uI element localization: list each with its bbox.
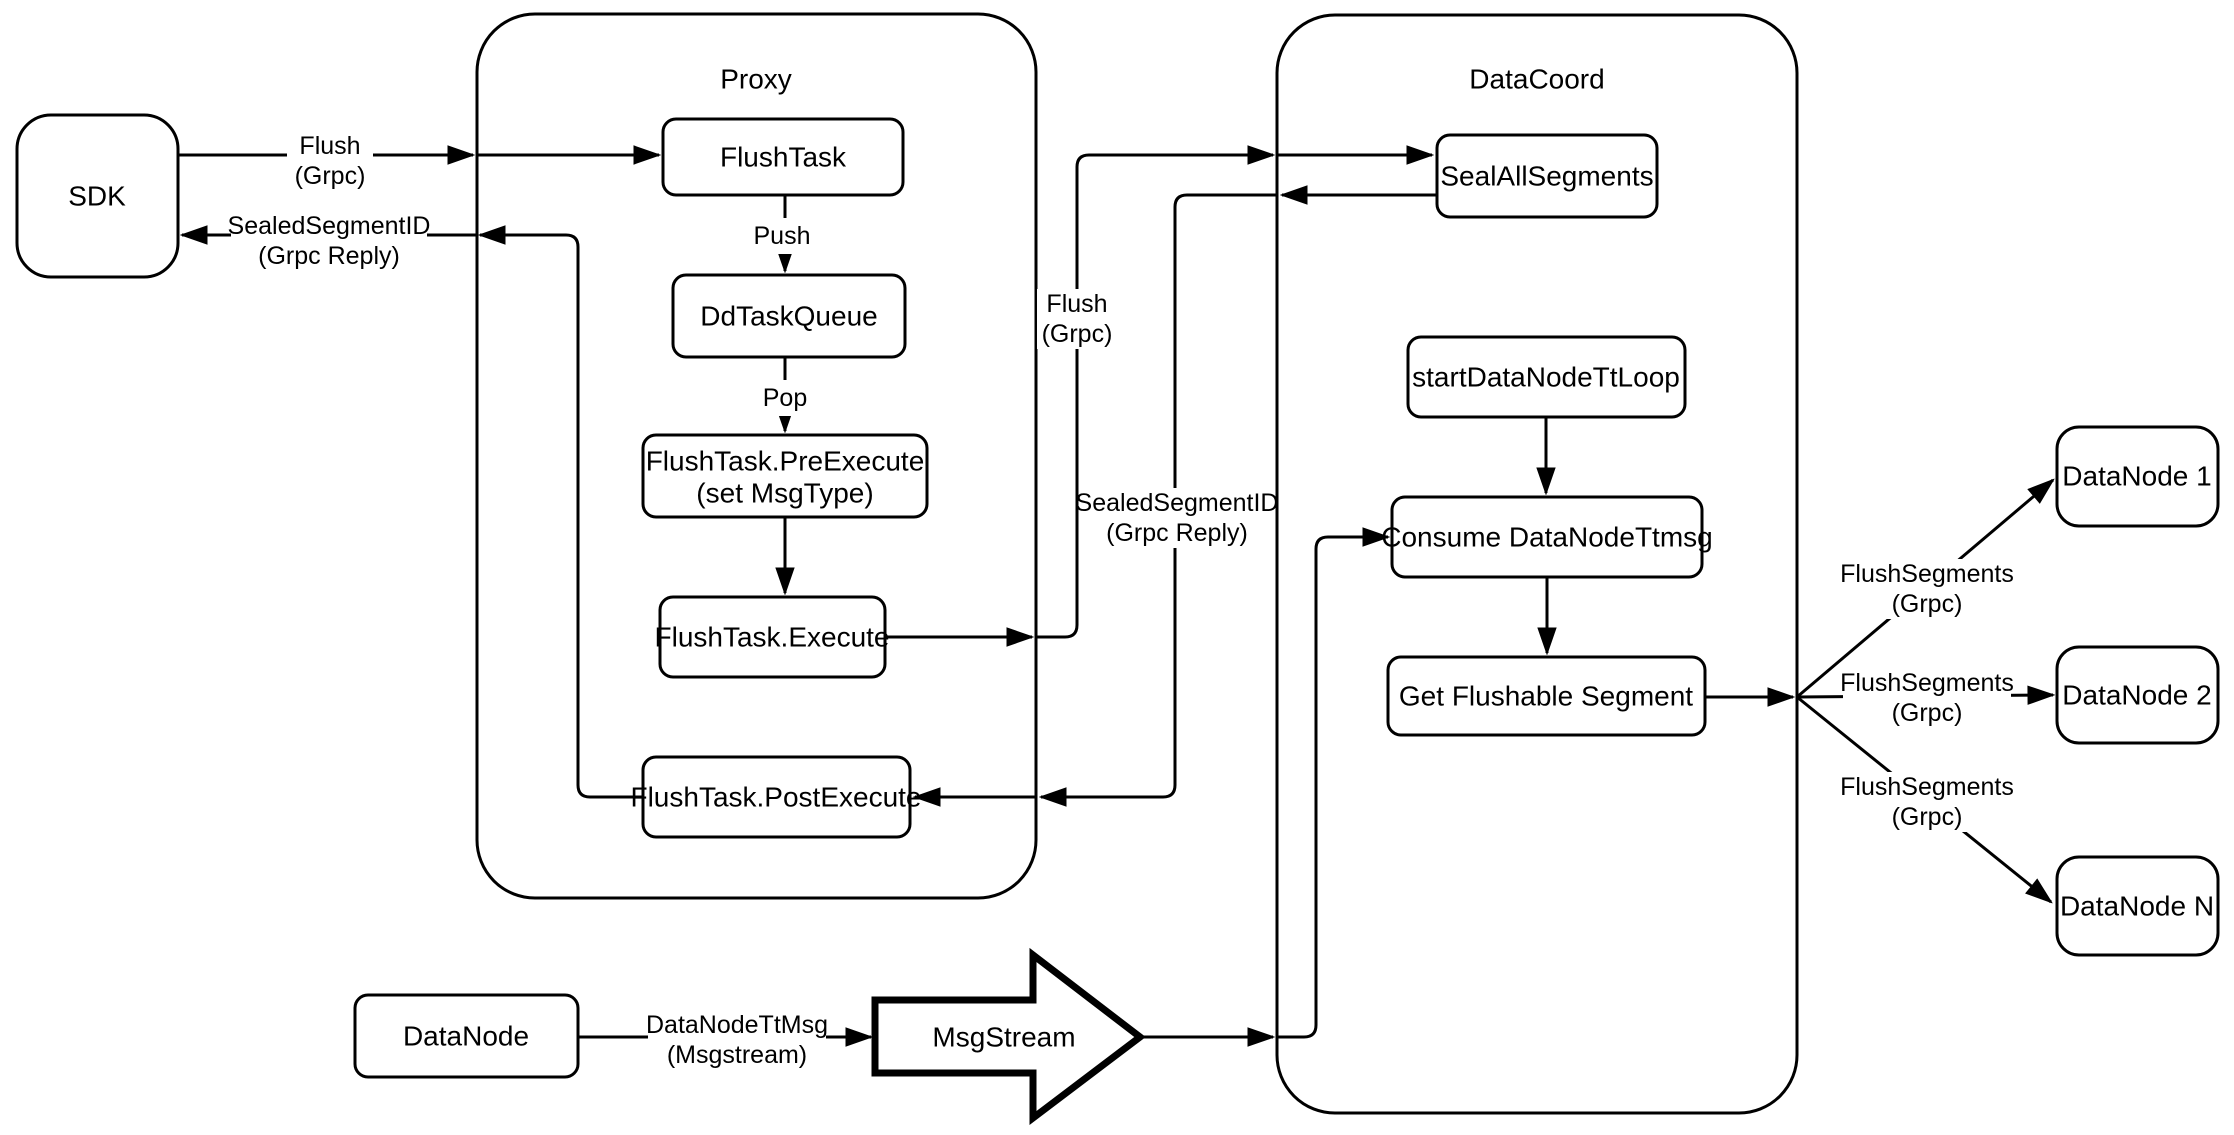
node-sdk: SDK bbox=[15, 113, 180, 279]
edge-label-flushsegments-1-line1: FlushSegments bbox=[1840, 560, 2014, 588]
node-consumedatanodettmsg-box bbox=[1390, 495, 1704, 579]
edge-postexecute-to-proxy-border bbox=[480, 235, 643, 799]
node-datanode1-label: DataNode 1 bbox=[2062, 461, 2211, 492]
datacoord-container-title: DataCoord bbox=[1469, 64, 1604, 95]
node-startdatanodettloop: startDataNodeTtLoop bbox=[1406, 335, 1687, 419]
edge-label-push: Push bbox=[745, 218, 819, 254]
edge-label-flushsegments-2: FlushSegments (Grpc) bbox=[1840, 668, 2014, 728]
edge-label-pop-text: Pop bbox=[763, 384, 807, 412]
proxy-container: Proxy bbox=[475, 12, 1038, 900]
datacoord-container-border bbox=[1275, 13, 1799, 1115]
edge-label-proxy-reply-line2: (Grpc Reply) bbox=[1106, 519, 1248, 547]
node-flushtask-box bbox=[661, 117, 905, 197]
edge-label-flushsegments-3: FlushSegments (Grpc) bbox=[1840, 772, 2014, 832]
edge-label-datanodettmsg-line2: (Msgstream) bbox=[667, 1041, 807, 1069]
node-postexecute-label: FlushTask.PostExecute bbox=[630, 782, 921, 813]
node-flushtask: FlushTask bbox=[661, 117, 905, 197]
edge-label-sdk-flush-bg bbox=[287, 131, 373, 191]
msgstream-label: MsgStream bbox=[932, 1022, 1075, 1053]
node-datanode-bottom-label: DataNode bbox=[403, 1021, 529, 1052]
node-datanoden-box bbox=[2055, 855, 2220, 957]
edge-label-flushsegments-2-bg bbox=[1843, 668, 2011, 728]
node-execute-box bbox=[658, 595, 887, 679]
proxy-container-title: Proxy bbox=[720, 64, 792, 95]
edge-label-sdk-flush: Flush (Grpc) bbox=[287, 131, 373, 191]
node-execute-label: FlushTask.Execute bbox=[655, 622, 890, 653]
node-preexecute: FlushTask.PreExecute (set MsgType) bbox=[641, 433, 929, 519]
edge-label-flushsegments-1-line2: (Grpc) bbox=[1892, 590, 1963, 618]
node-datanode-bottom: DataNode bbox=[353, 993, 580, 1079]
edge-label-sdk-flush-line1: Flush bbox=[299, 132, 360, 160]
edge-label-sdk-reply-line1: SealedSegmentID bbox=[228, 212, 431, 240]
node-ddtaskqueue: DdTaskQueue bbox=[671, 273, 907, 359]
edge-label-pop-bg bbox=[755, 380, 815, 416]
node-preexecute-box bbox=[641, 433, 929, 519]
edge-label-push-text: Push bbox=[754, 222, 811, 250]
node-datanode1: DataNode 1 bbox=[2055, 425, 2220, 528]
edge-label-datanodettmsg-line1: DataNodeTtMsg bbox=[646, 1011, 828, 1039]
node-sdk-box bbox=[15, 113, 180, 279]
node-getflushablesegment-label: Get Flushable Segment bbox=[1399, 681, 1693, 712]
node-consumedatanodettmsg-label: Consume DataNodeTtmsg bbox=[1381, 522, 1712, 553]
edge-label-proxy-flush-line1: Flush bbox=[1046, 290, 1107, 318]
node-postexecute: FlushTask.PostExecute bbox=[630, 755, 922, 839]
node-sealallsegments: SealAllSegments bbox=[1435, 133, 1659, 219]
node-datanode2-box bbox=[2055, 645, 2220, 745]
msgstream-block-arrow: MsgStream bbox=[871, 947, 1146, 1126]
node-sealallsegments-box bbox=[1435, 133, 1659, 219]
node-startdatanodettloop-box bbox=[1406, 335, 1687, 419]
node-datanode1-box bbox=[2055, 425, 2220, 528]
edge-label-proxy-flush-bg bbox=[1037, 289, 1117, 349]
edge-label-flushsegments-3-bg bbox=[1843, 772, 2011, 832]
edge-proxy-to-datacoord-flush bbox=[1036, 155, 1273, 639]
edge-label-proxy-reply-bg bbox=[1079, 488, 1275, 548]
edge-label-sdk-reply-bg bbox=[231, 211, 427, 271]
edge-label-sdk-reply-line2: (Grpc Reply) bbox=[258, 242, 400, 270]
node-preexecute-label-line1: FlushTask.PreExecute bbox=[646, 446, 925, 477]
edge-label-proxy-flush: Flush (Grpc) bbox=[1037, 289, 1117, 349]
edge-label-datanodettmsg-bg bbox=[648, 1010, 826, 1070]
edge-label-flushsegments-3-line1: FlushSegments bbox=[1840, 773, 2014, 801]
edge-label-datanodettmsg: DataNodeTtMsg (Msgstream) bbox=[646, 1010, 828, 1070]
node-datanode2-label: DataNode 2 bbox=[2062, 680, 2211, 711]
edge-label-sdk-reply: SealedSegmentID (Grpc Reply) bbox=[228, 211, 431, 271]
node-datanode2: DataNode 2 bbox=[2055, 645, 2220, 745]
node-ddtaskqueue-label: DdTaskQueue bbox=[700, 301, 877, 332]
node-datanoden-label: DataNode N bbox=[2060, 891, 2214, 922]
node-execute: FlushTask.Execute bbox=[655, 595, 890, 679]
node-datanoden: DataNode N bbox=[2055, 855, 2220, 957]
edge-label-proxy-flush-line2: (Grpc) bbox=[1042, 320, 1113, 348]
node-preexecute-label-line2: (set MsgType) bbox=[696, 478, 873, 509]
node-sealallsegments-label: SealAllSegments bbox=[1440, 161, 1653, 192]
node-getflushablesegment: Get Flushable Segment bbox=[1386, 655, 1707, 737]
node-flushtask-label: FlushTask bbox=[720, 142, 847, 173]
node-getflushablesegment-box bbox=[1386, 655, 1707, 737]
node-postexecute-box bbox=[641, 755, 912, 839]
edge-label-push-bg bbox=[745, 218, 819, 254]
datacoord-container: DataCoord bbox=[1275, 13, 1799, 1115]
node-consumedatanodettmsg: Consume DataNodeTtmsg bbox=[1381, 495, 1713, 579]
msgstream-arrow-shape bbox=[871, 947, 1146, 1126]
edge-datacoord-to-consume bbox=[1277, 537, 1388, 1039]
edge-label-flushsegments-3-line2: (Grpc) bbox=[1892, 803, 1963, 831]
node-sdk-label: SDK bbox=[68, 181, 126, 212]
edge-label-flushsegments-2-line2: (Grpc) bbox=[1892, 699, 1963, 727]
edge-label-proxy-reply-line1: SealedSegmentID bbox=[1076, 489, 1279, 517]
edge-label-flushsegments-1: FlushSegments (Grpc) bbox=[1840, 559, 2014, 619]
edge-label-pop: Pop bbox=[755, 380, 815, 416]
node-ddtaskqueue-box bbox=[671, 273, 907, 359]
edge-label-flushsegments-2-line1: FlushSegments bbox=[1840, 669, 2014, 697]
edge-label-sdk-flush-line2: (Grpc) bbox=[295, 162, 366, 190]
node-datanode-bottom-box bbox=[353, 993, 580, 1079]
node-startdatanodettloop-label: startDataNodeTtLoop bbox=[1412, 362, 1680, 393]
edge-label-proxy-reply: SealedSegmentID (Grpc Reply) bbox=[1076, 488, 1279, 548]
proxy-container-border bbox=[475, 12, 1038, 900]
edge-label-flushsegments-1-bg bbox=[1843, 559, 2011, 619]
